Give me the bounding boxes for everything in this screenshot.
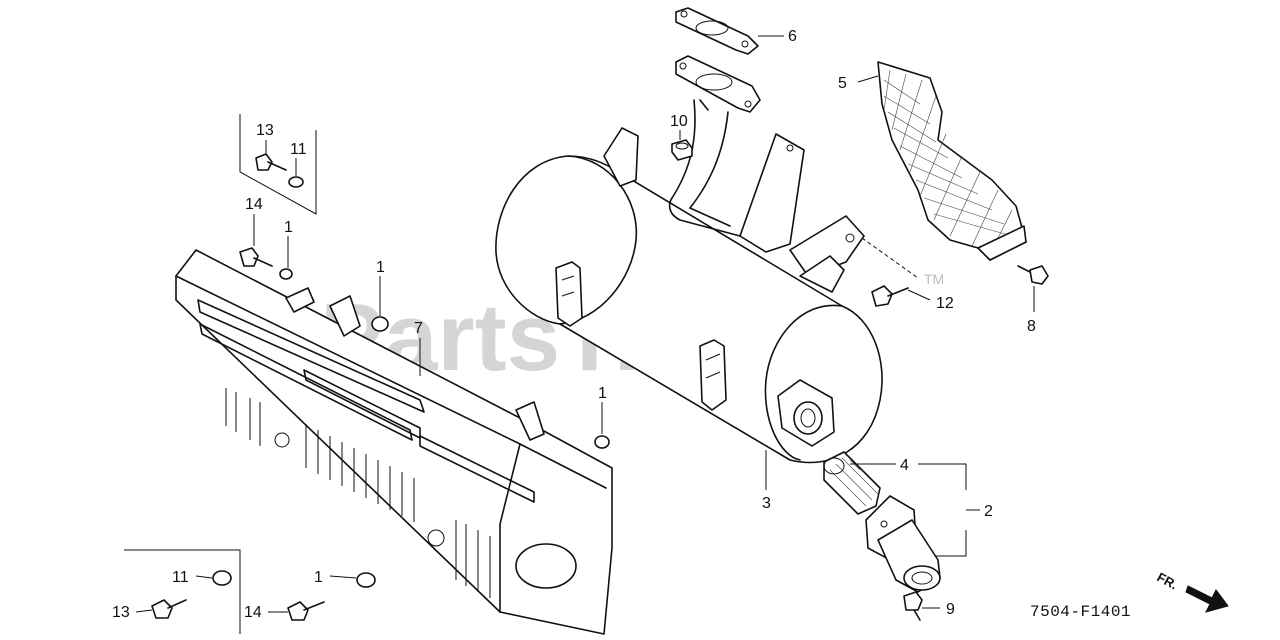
callout-12: 12	[936, 295, 954, 312]
callout-9: 9	[946, 601, 955, 618]
bolt-13-bottom	[151, 599, 187, 619]
callout-3: 3	[762, 495, 771, 512]
heat-shield-part	[877, 61, 1027, 261]
callout-14-top: 14	[245, 196, 263, 213]
leader-lines	[124, 35, 1035, 634]
callout-11-top: 11	[290, 141, 307, 158]
washer-1-top	[279, 268, 293, 280]
bolt-12	[871, 285, 909, 307]
callout-11-bottom: 11	[172, 569, 189, 586]
callout-4: 4	[900, 457, 909, 474]
washer-1-right	[594, 435, 610, 449]
bolt-8	[1017, 265, 1049, 285]
muffler-protector-part	[175, 249, 613, 635]
callout-6: 6	[788, 28, 797, 45]
bolt-14-top	[239, 247, 273, 267]
front-arrow-icon	[1185, 585, 1229, 613]
callout-8: 8	[1027, 318, 1036, 335]
callout-1-top: 1	[284, 219, 293, 236]
callout-1-mid: 1	[376, 259, 385, 276]
muffler-part	[495, 127, 883, 464]
callout-7: 7	[414, 320, 423, 337]
callout-5: 5	[838, 75, 847, 92]
diagram-code: 7504-F1401	[1030, 603, 1131, 621]
callout-13-bottom: 13	[112, 604, 130, 621]
washer-11-top	[288, 176, 304, 188]
callout-10: 10	[670, 113, 688, 130]
callout-14-bottom: 14	[244, 604, 262, 621]
watermark-trademark: TM	[924, 271, 944, 287]
spark-arrester-part	[823, 451, 881, 515]
callout-2: 2	[984, 503, 993, 520]
bolt-13-top	[255, 153, 287, 171]
gasket-part	[675, 7, 759, 55]
washer-11-bottom	[212, 570, 232, 586]
washer-1-bottom	[356, 572, 376, 588]
pipe-assembly-part	[865, 495, 941, 593]
front-direction-marker: FR.	[1155, 569, 1229, 613]
screw-9	[903, 591, 923, 621]
bolt-14-bottom	[287, 601, 325, 621]
nut-part	[671, 139, 693, 161]
exhaust-flange-part	[671, 55, 761, 209]
callout-13-top: 13	[256, 122, 274, 139]
callout-1-right: 1	[598, 385, 607, 402]
front-marker-label: FR.	[1155, 569, 1181, 592]
callout-1-bottom: 1	[314, 569, 323, 586]
washer-1-mid	[371, 316, 389, 332]
